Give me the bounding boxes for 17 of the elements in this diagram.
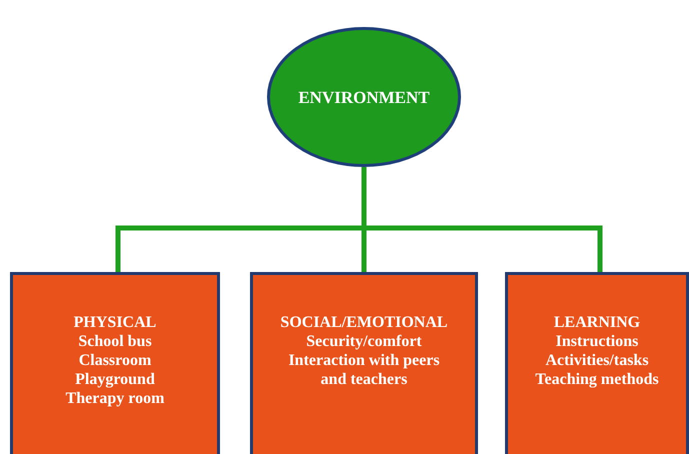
list-item: Teaching methods bbox=[534, 370, 660, 389]
category-heading: SOCIAL/EMOTIONAL bbox=[279, 313, 449, 332]
list-item: Classroom bbox=[78, 351, 152, 370]
list-item: Instructions bbox=[554, 332, 640, 351]
node-title: ENVIRONMENT bbox=[297, 88, 431, 106]
list-item: Activities/tasks bbox=[544, 351, 650, 370]
category-heading: PHYSICAL bbox=[72, 313, 158, 332]
ellipse-node bbox=[267, 27, 461, 167]
list-item: School bus bbox=[77, 332, 153, 351]
list-item: Therapy room bbox=[64, 389, 166, 408]
list-item: Playground bbox=[74, 370, 156, 389]
category-box bbox=[10, 272, 220, 454]
list-item: Interaction with peers and teachers bbox=[287, 351, 441, 389]
category-box bbox=[250, 272, 478, 454]
category-heading: LEARNING bbox=[552, 313, 642, 332]
list-item: Security/comfort bbox=[305, 332, 423, 351]
category-box bbox=[505, 272, 689, 454]
